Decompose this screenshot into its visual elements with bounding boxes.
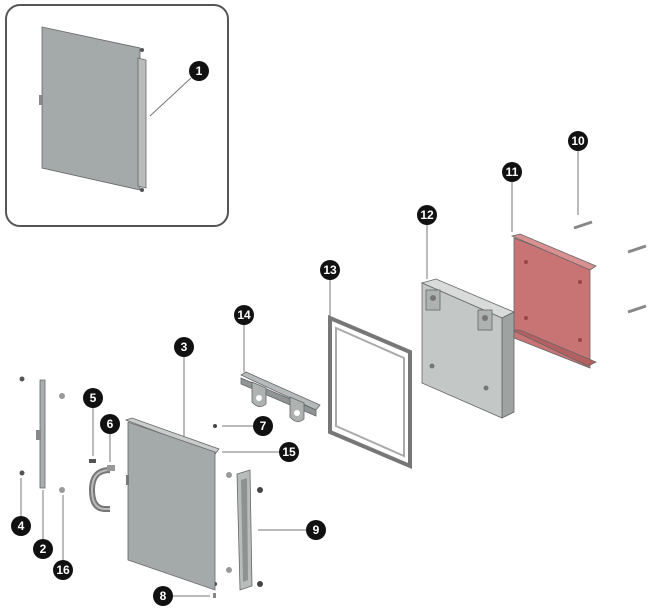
- svg-text:6: 6: [107, 417, 114, 431]
- callout-4: 4: [11, 516, 31, 536]
- svg-text:14: 14: [237, 308, 251, 322]
- svg-text:10: 10: [571, 134, 585, 148]
- svg-text:5: 5: [90, 391, 97, 405]
- callout-5: 5: [83, 388, 103, 408]
- callout-2: 2: [33, 539, 53, 559]
- callout-10: 10: [568, 131, 588, 151]
- svg-text:8: 8: [160, 589, 167, 603]
- callout-12: 12: [417, 205, 437, 225]
- callout-6: 6: [100, 414, 120, 434]
- callout-3: 3: [174, 337, 194, 357]
- screws: [573, 220, 647, 314]
- svg-text:15: 15: [282, 445, 296, 459]
- svg-text:7: 7: [260, 419, 267, 433]
- callout-13: 13: [320, 260, 340, 280]
- callout-1: 1: [189, 61, 209, 81]
- svg-text:16: 16: [56, 563, 70, 577]
- callout-15: 15: [279, 442, 299, 462]
- callout-9: 9: [306, 520, 326, 540]
- svg-text:9: 9: [313, 523, 320, 537]
- svg-text:1: 1: [196, 64, 203, 78]
- svg-text:4: 4: [18, 519, 25, 533]
- svg-text:2: 2: [40, 542, 47, 556]
- door-rail: [236, 469, 253, 591]
- assembled-door-inset: [5, 4, 229, 227]
- svg-text:11: 11: [506, 165, 519, 179]
- svg-text:12: 12: [420, 208, 434, 222]
- callout-11: 11: [502, 162, 522, 182]
- inner-panel: [420, 278, 515, 419]
- callout-14: 14: [234, 305, 254, 325]
- svg-text:13: 13: [323, 263, 337, 277]
- mounting-plate-red: [510, 233, 597, 369]
- hinge-strip: [36, 379, 46, 489]
- svg-text:3: 3: [181, 340, 188, 354]
- hinge-bracket: [240, 371, 321, 422]
- door-handle: [88, 465, 115, 512]
- callout-16: 16: [53, 560, 73, 580]
- door-panel: [124, 417, 220, 591]
- leader-lines: [20, 150, 579, 597]
- callout-7: 7: [253, 416, 273, 436]
- gasket-frame: [328, 314, 412, 470]
- callout-8: 8: [153, 586, 173, 606]
